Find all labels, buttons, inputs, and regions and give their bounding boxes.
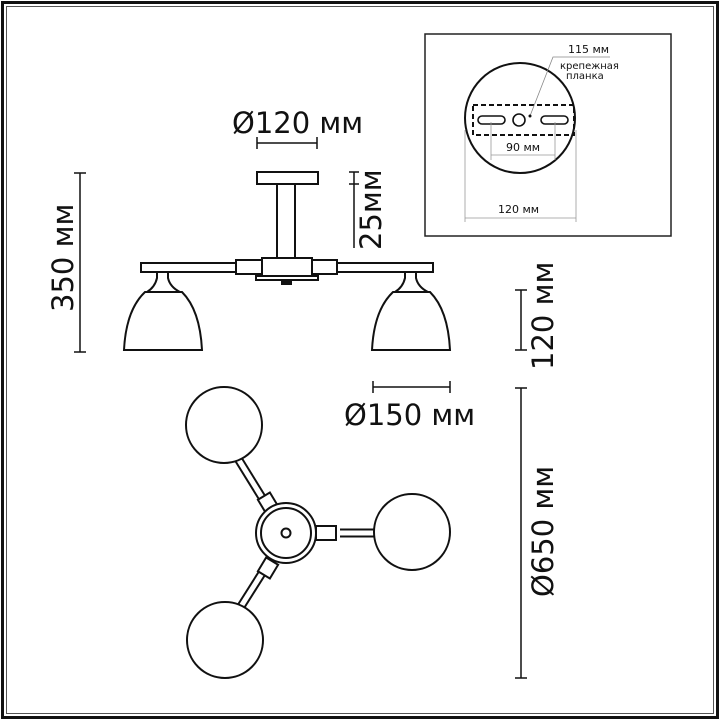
bracket-length-label: 115 мм <box>568 43 609 56</box>
canopy-diameter-label: Ø120 мм <box>232 106 363 140</box>
hole-spacing-label: 90 мм <box>506 141 540 154</box>
overall-diameter-label: Ø650 мм <box>526 466 560 597</box>
center-hole <box>512 113 526 127</box>
shade-height-label: 120 мм <box>526 262 560 370</box>
inner-frame <box>6 6 714 714</box>
hub-center-dot <box>280 527 292 539</box>
arm-right <box>315 525 374 541</box>
left-slot <box>477 115 506 125</box>
canopy <box>256 171 319 185</box>
mounting-bracket-outline <box>472 104 575 136</box>
arm-top-left <box>233 454 280 515</box>
top-view <box>185 386 527 679</box>
center-screw <box>281 279 292 285</box>
globe-right <box>373 493 451 571</box>
right-shade <box>370 271 452 351</box>
right-slot <box>540 115 569 125</box>
globe-bottom-left <box>186 601 264 679</box>
stem <box>276 183 296 259</box>
canopy-width-label: 120 мм <box>498 203 539 216</box>
bracket-caption-line2: планка <box>566 71 604 82</box>
globe-top-left <box>185 386 263 464</box>
center-block <box>261 257 313 277</box>
total-height-label: 350 мм <box>46 204 80 312</box>
leader-dot <box>528 114 532 118</box>
shade-diameter-label: Ø150 мм <box>344 398 475 432</box>
left-shade <box>122 271 204 351</box>
right-connector <box>311 259 338 275</box>
bracket-caption-line1: крепежная <box>560 61 619 72</box>
bracket-leader-line <box>529 56 610 117</box>
canopy-height-label: 25мм <box>354 169 388 250</box>
side-view <box>74 137 527 393</box>
mounting-inset: 115 мм крепежная планка 90 мм 120 мм <box>424 33 672 237</box>
arm-bottom-left <box>236 556 280 611</box>
left-connector <box>235 259 263 275</box>
